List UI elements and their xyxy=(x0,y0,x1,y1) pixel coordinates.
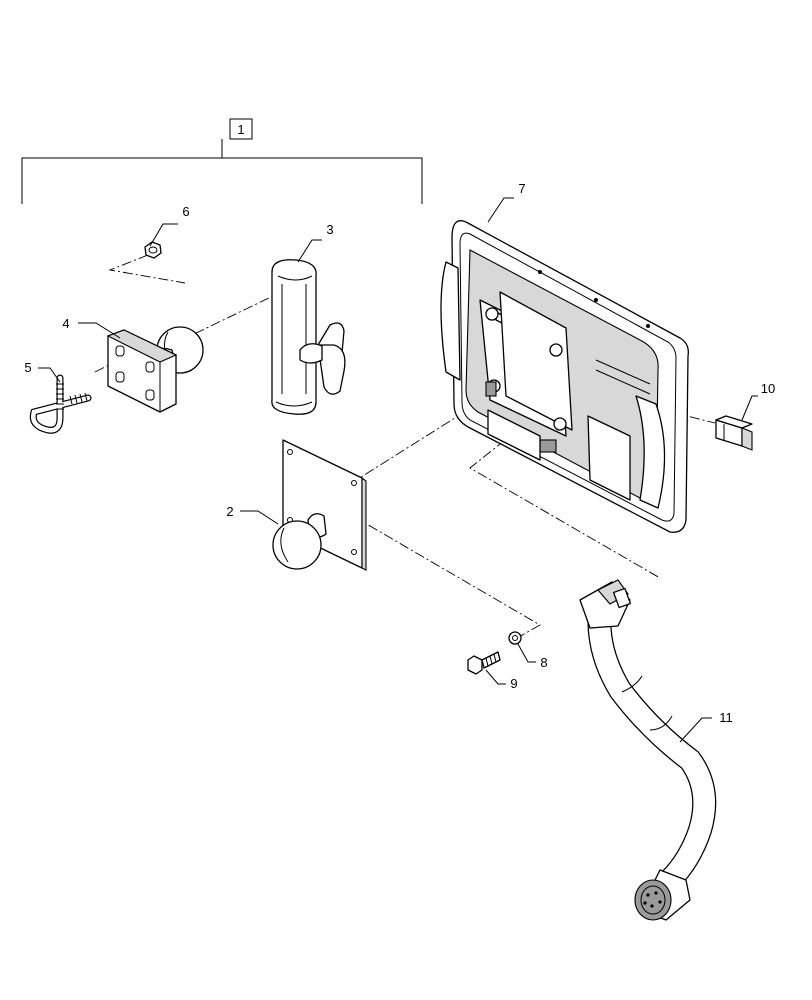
u-bolt xyxy=(29,374,92,434)
callout-10: 10 xyxy=(761,381,775,396)
display xyxy=(440,220,689,533)
callout-8: 8 xyxy=(540,655,547,670)
callout-4: 4 xyxy=(62,316,69,331)
connector-cap xyxy=(715,415,753,451)
clamp-ball-mount xyxy=(106,326,204,413)
callout-9: 9 xyxy=(510,676,517,691)
callout-5: 5 xyxy=(24,360,31,375)
callout-6: 6 xyxy=(182,204,189,219)
callout-3: 3 xyxy=(326,222,333,237)
callouts: 6 3 4 5 2 7 10 8 9 11 xyxy=(24,181,775,743)
base-plate-ball xyxy=(272,439,367,571)
callout-7: 7 xyxy=(518,181,525,196)
callout-11: 11 xyxy=(719,710,733,725)
callout-2: 2 xyxy=(226,504,233,519)
arm-clamp xyxy=(271,259,346,415)
callout-1: 1 xyxy=(237,122,244,137)
nut xyxy=(144,241,162,259)
bolt xyxy=(467,651,501,675)
harness xyxy=(579,579,717,921)
washer xyxy=(508,631,522,645)
assembly-bracket: 1 xyxy=(21,118,423,204)
